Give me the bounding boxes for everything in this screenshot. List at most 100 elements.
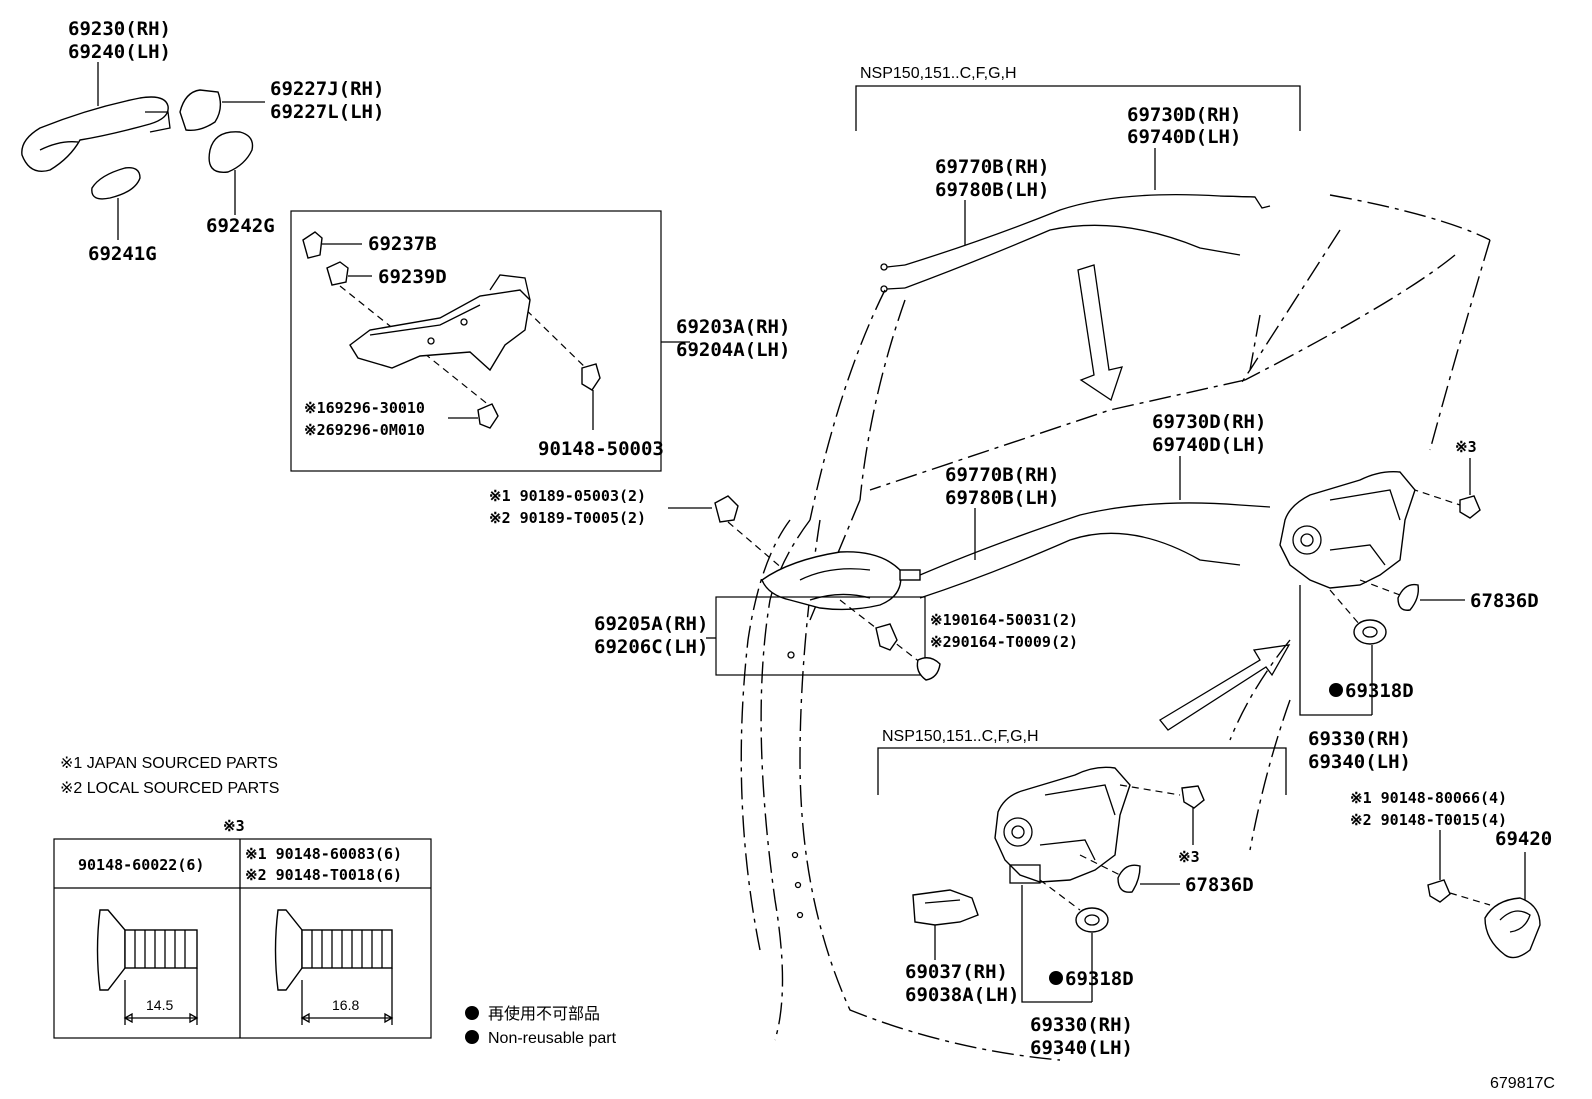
screw-90148-80066-label-1: ※1 90148-80066(4) [1350, 789, 1507, 807]
cable-outer-top-part [904, 193, 1256, 266]
screw-90164-label-1: ※190164-50031(2) [930, 611, 1078, 629]
cable-inner-mid-rh: 69770B(RH) [945, 464, 1059, 486]
screw-90148-80066-label-2: ※2 90148-T0015(4) [1350, 811, 1507, 829]
door-outline [740, 194, 1491, 1061]
cover-label-lh: 69227L(LH) [270, 101, 384, 123]
screw-60083-part [274, 909, 303, 991]
ref3-top-label: ※3 [1455, 438, 1477, 456]
clip-90189-label-1: ※1 90189-05003(2) [489, 487, 646, 505]
cable-inner-top-rh: 69770B(RH) [935, 156, 1049, 178]
non-reusable-dot-icon [1329, 683, 1343, 697]
cables-mid-group: 69730D(RH) 69740D(LH) 69770B(RH) 69780B(… [919, 411, 1271, 599]
seal-67836d-lower-part [1117, 864, 1141, 893]
lock-lower-label-lh: 69340(LH) [1030, 1037, 1133, 1059]
lock-upper-screw-part [1459, 495, 1481, 519]
legend-dot-icon-2 [465, 1030, 479, 1044]
arrow-down-icon [1077, 264, 1123, 402]
inner-handle-part [761, 551, 902, 611]
striker-screw-part [1427, 879, 1451, 903]
non-reusable-dot-lower-icon [1049, 971, 1063, 985]
seal-69318d-upper-part [1353, 619, 1387, 645]
table-col2-label-1: ※1 90148-60083(6) [245, 845, 402, 863]
lock-upper-label-lh: 69340(LH) [1308, 751, 1411, 773]
japan-sourced-note: ※1 JAPAN SOURCED PARTS [60, 755, 278, 772]
cables-top-group: NSP150,151..C,F,G,H 69730D(RH) 69740D(LH… [855, 65, 1301, 293]
cable-outer-mid-lh: 69740D(LH) [1152, 434, 1266, 456]
outer-handle-label-lh: 69240(LH) [68, 41, 171, 63]
cable-inner-top-lh: 69780B(LH) [935, 179, 1049, 201]
clip-69239d-label: 69239D [378, 266, 447, 288]
lock-lower-label-rh: 69330(RH) [1030, 1014, 1133, 1036]
dim-16-8-label: 16.8 [332, 997, 359, 1013]
cover-label-rh: 69227J(RH) [270, 78, 384, 100]
nsp-top-label: NSP150,151..C,F,G,H [860, 65, 1017, 82]
cap-part [916, 657, 941, 681]
inner-handle-label-rh: 69205A(RH) [594, 613, 708, 635]
cable-outer-mid-part [919, 502, 1271, 576]
screw-90148-part [581, 363, 601, 391]
screw-60022-part [96, 909, 126, 991]
screw-90148-50003-label: 90148-50003 [538, 438, 664, 460]
nsp-bottom-label: NSP150,151..C,F,G,H [882, 728, 1039, 745]
lock-lower-part [994, 766, 1131, 883]
lock-upper-group: ※3 67836D 69318D 69330(RH) 69340(LH) [1279, 438, 1539, 773]
screw-frame-part [477, 403, 499, 429]
pad-69241g-label: 69241G [88, 243, 157, 265]
handle-69037-label-lh: 69038A(LH) [905, 984, 1019, 1006]
handle-69037-label-rh: 69037(RH) [905, 961, 1008, 983]
clip-90189-part [714, 495, 739, 523]
cable-outer-mid-rh: 69730D(RH) [1152, 411, 1266, 433]
inner-handle-group: ※1 90189-05003(2) ※2 90189-T0005(2) 6920… [489, 487, 1078, 681]
cable-inner-mid-part [919, 532, 1241, 599]
clip-69239d-part [326, 261, 349, 286]
lock-lower-screw-part [1181, 785, 1205, 809]
screw-90164-part [875, 623, 898, 651]
table-col1-label: 90148-60022(6) [78, 856, 204, 874]
frame-box: 69203A(RH) 69204A(LH) 69237B 69239D ※169… [290, 210, 790, 472]
screw-frame-label-1: ※169296-30010 [304, 399, 425, 417]
outer-handle-group: 69230(RH) 69240(LH) 69227J(RH) 69227L(LH… [21, 18, 384, 265]
cover-part [179, 89, 222, 132]
outer-handle-part [21, 96, 169, 173]
pad-69241g-part [91, 167, 141, 200]
door-holes [787, 651, 804, 919]
cable-outer-top-lh: 69740D(LH) [1127, 126, 1241, 148]
screw-table: ※3 90148-60022(6) ※1 90148-60083(6) ※2 9… [53, 817, 432, 1039]
frame-label-lh: 69204A(LH) [676, 339, 790, 361]
pad-69242g-label: 69242G [206, 215, 275, 237]
frame-bracket-part [349, 289, 531, 372]
outer-handle-label-rh: 69230(RH) [68, 18, 171, 40]
screw-90164-label-2: ※290164-T0009(2) [930, 633, 1078, 651]
legend-en-text: Non-reusable part [488, 1030, 617, 1047]
seal-69318d-upper-label: 69318D [1345, 680, 1414, 702]
screw-frame-label-2: ※269296-0M010 [304, 421, 425, 439]
table-col2-label-2: ※2 90148-T0018(6) [245, 866, 402, 884]
lock-upper-label-rh: 69330(RH) [1308, 728, 1411, 750]
arrow-up-icon [1159, 644, 1291, 731]
frame-label-rh: 69203A(RH) [676, 316, 790, 338]
legend: 再使用不可部品 Non-reusable part [465, 1005, 617, 1047]
cable-outer-top-rh: 69730D(RH) [1127, 104, 1241, 126]
seal-69318d-lower-part [1075, 907, 1109, 933]
pad-69242g-part [208, 131, 254, 174]
inner-handle-label-lh: 69206C(LH) [594, 636, 708, 658]
seal-67836d-upper-label: 67836D [1470, 590, 1539, 612]
dim-14-5-label: 14.5 [146, 997, 173, 1013]
striker-group: ※1 90148-80066(4) ※2 90148-T0015(4) 6942… [1350, 789, 1552, 959]
clip-69237b-label: 69237B [368, 233, 437, 255]
clip-90189-label-2: ※2 90189-T0005(2) [489, 509, 646, 527]
ref3-bottom-label: ※3 [1178, 848, 1200, 866]
lock-upper-part [1279, 470, 1416, 589]
striker-part [1484, 897, 1541, 959]
legend-jp-text: 再使用不可部品 [488, 1005, 600, 1023]
legend-dot-icon [465, 1006, 479, 1020]
cable-inner-mid-lh: 69780B(LH) [945, 487, 1059, 509]
seal-69318d-lower-label: 69318D [1065, 968, 1134, 990]
seal-67836d-upper-part [1397, 583, 1420, 611]
clip-69237b-part [302, 231, 323, 259]
cable-inner-top-part [904, 224, 1241, 289]
seal-67836d-lower-label: 67836D [1185, 874, 1254, 896]
lock-lower-group: NSP150,151..C,F,G,H ※3 67836D 69318D 693… [877, 728, 1287, 1059]
diagram-id: 679817C [1490, 1075, 1555, 1092]
table-ref3-label: ※3 [223, 817, 245, 835]
